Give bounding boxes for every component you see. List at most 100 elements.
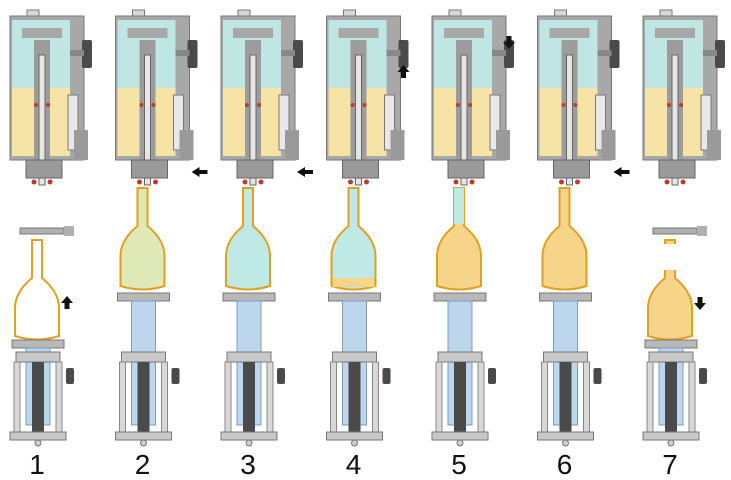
piston-rod [32, 362, 44, 434]
piston-rod [137, 362, 150, 434]
seal [153, 179, 158, 185]
step-label: 6 [557, 449, 573, 480]
knob-shaft [70, 50, 84, 56]
vent-tube [38, 54, 46, 186]
control-knob [609, 40, 620, 68]
seal [348, 179, 353, 185]
seal [364, 179, 369, 185]
vent-tube [460, 54, 468, 186]
seal [664, 179, 670, 185]
step-4: 4 [326, 9, 410, 480]
valve-block [390, 130, 405, 160]
seal [137, 179, 142, 185]
base-fitting [667, 439, 675, 447]
step-label: 4 [346, 449, 362, 480]
lift-bracket [332, 351, 377, 363]
base-fitting [456, 439, 464, 447]
side-cylinder [384, 94, 395, 151]
seal [258, 179, 264, 185]
side-cylinder [700, 94, 712, 151]
valve-block [707, 130, 721, 160]
lift-bracket [543, 351, 588, 363]
bottle [541, 187, 588, 291]
control-knob [187, 40, 198, 68]
valve-body [658, 159, 696, 179]
step-5: 5 [431, 9, 515, 480]
control-knob [82, 40, 92, 68]
control-knob [398, 40, 409, 68]
valve-body [553, 159, 590, 179]
valve-block [496, 130, 510, 160]
lift-plate [328, 292, 381, 302]
direction-arrow [694, 297, 706, 310]
valve-block [601, 130, 616, 160]
valve-block [74, 130, 88, 160]
step-label: 2 [135, 449, 151, 480]
lift-knob [488, 368, 496, 384]
seal [46, 103, 50, 107]
knob-shaft [386, 50, 401, 56]
seal [469, 179, 475, 185]
vent-tube [566, 54, 573, 186]
piston-rod [348, 362, 361, 434]
piston-rod [665, 362, 677, 434]
seal [680, 179, 686, 185]
guide-rail [119, 361, 126, 433]
direction-arrow [191, 167, 208, 177]
lift-bracket [648, 351, 694, 363]
piston-rod [454, 362, 466, 434]
bottle [330, 187, 377, 291]
valve-body [342, 159, 379, 179]
seal [468, 103, 472, 107]
base-fitting [562, 439, 569, 447]
seal [47, 179, 53, 185]
lift-bracket [437, 351, 483, 363]
step-7: 7 [642, 9, 725, 480]
tank-rib [127, 28, 168, 38]
lift-knob [171, 368, 180, 384]
step-1: 1 [9, 9, 92, 480]
control-knob [504, 40, 514, 68]
step-label: 5 [451, 449, 467, 480]
lift-plate [433, 292, 487, 302]
lift-plate [117, 292, 170, 302]
valve-block [179, 130, 194, 160]
side-cylinder [67, 94, 79, 151]
direction-arrow [503, 36, 515, 49]
vent-tube [355, 54, 362, 186]
tank-rib [444, 28, 484, 38]
bottle [119, 187, 166, 291]
piston-rod [559, 362, 572, 434]
seal [456, 103, 460, 107]
lift-bracket [226, 351, 272, 363]
direction-arrow [613, 167, 630, 177]
knob-shaft [492, 50, 506, 56]
base-fitting [140, 439, 147, 447]
step-2: 2 [115, 9, 208, 480]
seal [139, 103, 144, 107]
seal [667, 103, 671, 107]
bottle [14, 239, 60, 341]
guide-rail [161, 361, 168, 433]
seal [151, 103, 156, 107]
guide-rail [688, 361, 696, 433]
lift-plate [644, 339, 698, 349]
seal [362, 103, 367, 107]
valve-body [236, 159, 274, 179]
bell-arm [697, 226, 707, 236]
base-plate [431, 431, 489, 441]
base-plate [220, 431, 278, 441]
vent-tube [671, 54, 679, 186]
guide-rail [224, 361, 232, 433]
knob-shaft [703, 50, 717, 56]
centering-bell [19, 227, 65, 235]
guide-rail [55, 361, 63, 433]
bell-arm [64, 226, 74, 236]
guide-rail [646, 361, 654, 433]
lift-knob [277, 368, 285, 384]
knob-shaft [281, 50, 295, 56]
direction-arrow [297, 167, 313, 177]
piston-rod [243, 362, 255, 434]
side-cylinder [595, 94, 606, 151]
